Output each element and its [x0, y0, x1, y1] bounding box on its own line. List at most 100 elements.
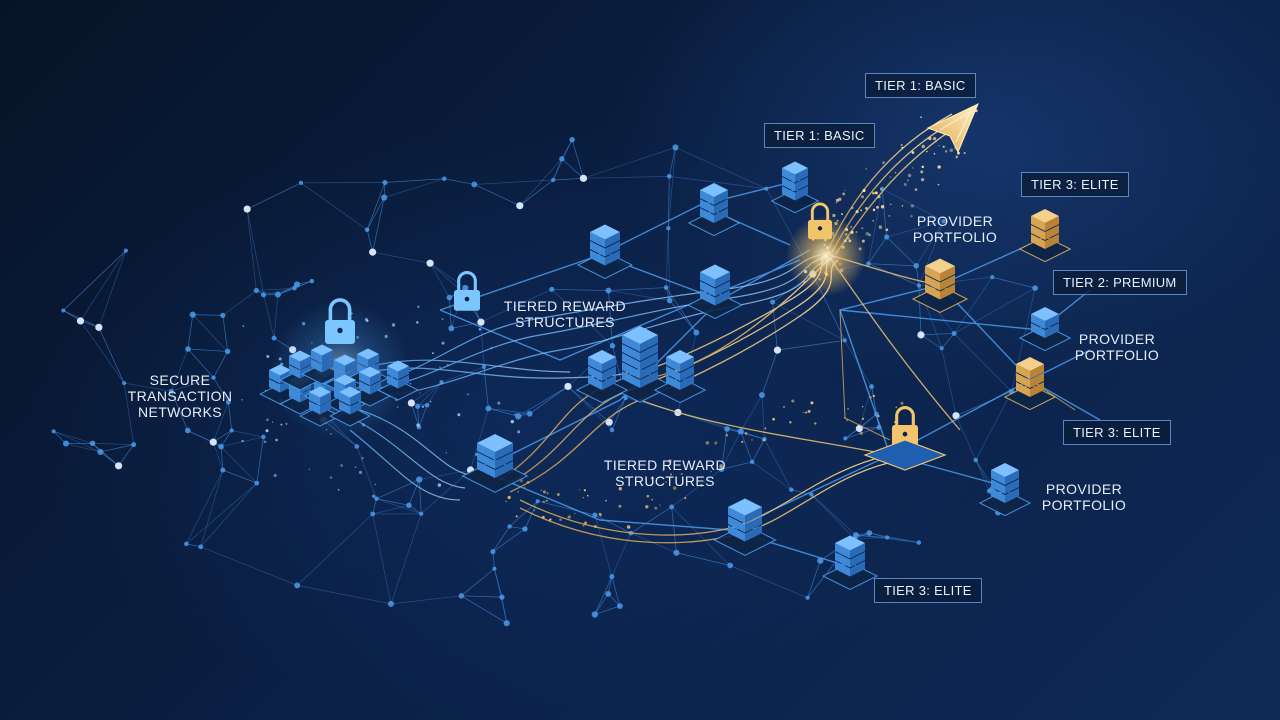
mesh-edge [519, 158, 563, 206]
sparkle [241, 439, 244, 443]
server-side [714, 190, 728, 205]
mesh-node [271, 335, 277, 341]
server-face [925, 275, 940, 291]
mesh-edge [187, 348, 228, 352]
server-face [357, 354, 368, 368]
mesh-edge [868, 236, 887, 264]
mesh-edge [552, 158, 563, 181]
sparkle [763, 438, 766, 441]
server-side [745, 516, 762, 533]
sparkle [523, 486, 526, 489]
server-side [1030, 364, 1044, 379]
mesh-edge [764, 438, 792, 490]
sparkle [920, 116, 922, 118]
mesh-edge [941, 348, 957, 416]
sparkle [841, 213, 844, 216]
sparkle [744, 432, 748, 435]
server-node [1018, 307, 1072, 352]
mesh-edge [263, 287, 295, 296]
mesh-edge [296, 513, 373, 586]
sparkle [542, 500, 545, 503]
mesh-node [448, 325, 455, 332]
mesh-node [211, 375, 216, 380]
server-face [289, 389, 300, 403]
mesh-edge [429, 262, 450, 298]
server-face [782, 177, 795, 192]
mesh-edge [881, 188, 944, 222]
server-side [370, 381, 381, 395]
mesh-node [229, 428, 234, 433]
server-face [334, 360, 345, 374]
server-top [835, 535, 865, 551]
sparkle [855, 210, 859, 214]
mesh-edge [529, 386, 569, 415]
server-top [334, 374, 356, 386]
mesh-edge [671, 468, 722, 508]
mesh-edge [100, 444, 134, 453]
sparkle [684, 497, 687, 500]
sparkle [865, 207, 868, 210]
mesh-edge [100, 444, 134, 453]
server-face [339, 392, 350, 406]
sparkle [541, 515, 545, 519]
mesh-node [382, 179, 388, 186]
server-side [398, 375, 409, 389]
mesh-edge [53, 431, 93, 444]
sparkle [949, 148, 954, 153]
server-side [715, 272, 730, 288]
mesh-edge [871, 386, 877, 415]
mesh-edge [561, 158, 584, 179]
server-side [350, 401, 361, 415]
sparkle [872, 208, 876, 212]
mesh-edge [186, 482, 258, 545]
server-top [991, 463, 1019, 477]
sparkle [517, 430, 521, 434]
sparkle [582, 524, 585, 527]
mesh-edge [740, 431, 765, 440]
sparkle [242, 325, 245, 327]
server-face [1016, 364, 1030, 379]
sparkle [372, 494, 376, 498]
sparkle [882, 161, 885, 165]
sparkle [889, 203, 892, 206]
mesh-node [123, 248, 128, 253]
mesh-node [503, 620, 510, 627]
server-face [925, 284, 940, 300]
server-face [1031, 216, 1045, 231]
server-face [588, 357, 602, 372]
mesh-edge [461, 595, 507, 624]
server-side [1005, 470, 1019, 485]
label-secure-transaction-networks: SECURE TRANSACTION NETWORKS [120, 372, 240, 420]
server-top [666, 350, 694, 364]
mesh-node [749, 459, 755, 465]
sparkle [646, 494, 650, 498]
server-face [991, 470, 1005, 485]
server-face [728, 507, 745, 524]
mesh-edge [372, 504, 409, 515]
mesh-edge [247, 182, 302, 210]
sparkle [861, 417, 865, 420]
sparkle [880, 205, 885, 209]
mesh-edge [474, 184, 520, 207]
mesh-edge [807, 560, 821, 598]
mesh-edge [607, 576, 613, 594]
mesh-node [609, 343, 616, 349]
sparkle [783, 405, 785, 408]
server-top [309, 386, 331, 398]
server-side [715, 290, 730, 306]
sparkle [869, 396, 872, 399]
mesh-edge [594, 593, 609, 615]
mesh-node [407, 399, 415, 407]
mesh-node [481, 364, 487, 370]
mesh-edge [668, 147, 676, 177]
server-top [728, 498, 762, 516]
sparkle [772, 417, 775, 421]
mesh-node [805, 595, 810, 600]
mesh-edge [213, 430, 232, 443]
server-node-gold [1003, 357, 1057, 411]
server-node [575, 350, 629, 404]
mesh-edge [222, 315, 228, 352]
mesh-edge [171, 377, 214, 392]
sparkle [265, 429, 269, 433]
server-side [940, 275, 955, 291]
